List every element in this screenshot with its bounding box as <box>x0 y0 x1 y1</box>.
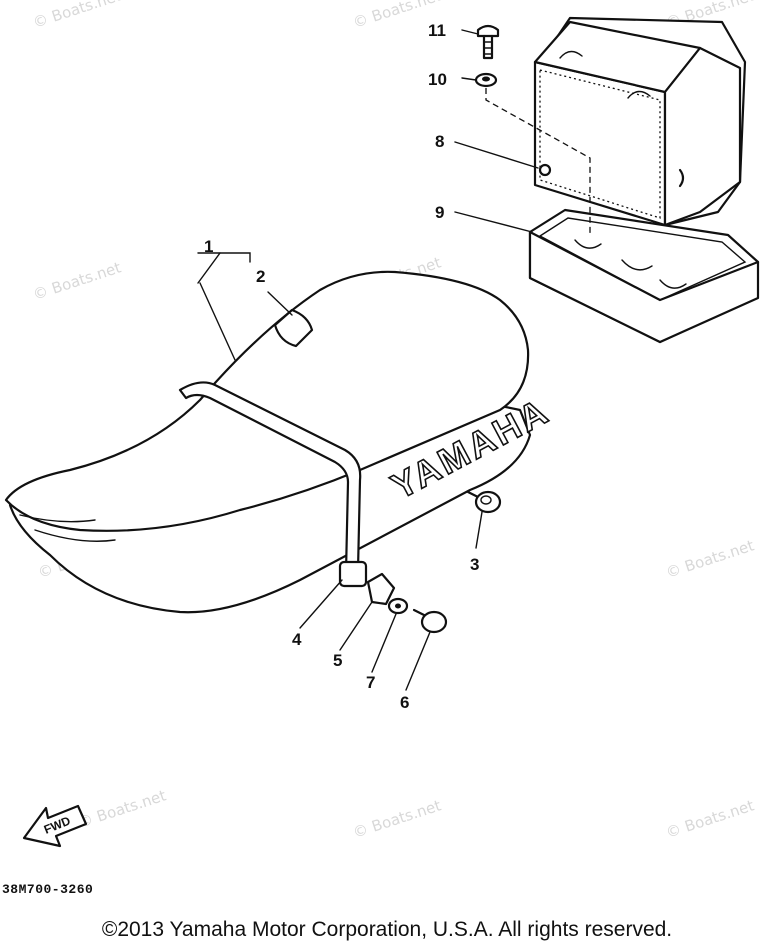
watermark: © Boats.net <box>664 536 757 581</box>
copyright-notice: ©2013 Yamaha Motor Corporation, U.S.A. A… <box>101 918 673 941</box>
part-label-10: 10 <box>428 70 447 89</box>
part-label-2: 2 <box>256 267 265 286</box>
washer-7 <box>387 597 409 615</box>
part-label-7: 7 <box>366 673 375 692</box>
clip-2 <box>273 308 314 348</box>
storage-box <box>533 16 747 246</box>
watermark: © Boats.net <box>664 796 757 841</box>
watermark: © Boats.net <box>31 0 124 32</box>
part-label-9: 9 <box>435 203 444 222</box>
fwd-arrow: FWD <box>22 804 88 848</box>
seat: YAMAHA <box>4 270 557 614</box>
part-label-1: 1 <box>204 237 213 256</box>
tray <box>528 208 760 344</box>
part-label-6: 6 <box>400 693 409 712</box>
diagram-code: 38M700-3260 <box>2 882 94 897</box>
alignment-lines <box>485 88 591 235</box>
watermark: © Boats.net <box>31 258 124 303</box>
screw-11 <box>476 24 500 60</box>
part-labels: 11 10 8 9 1 2 3 4 5 7 6 <box>204 21 479 712</box>
nut-5 <box>366 572 396 606</box>
washer-10 <box>474 72 498 88</box>
part-label-4: 4 <box>292 630 302 649</box>
bolt-3 <box>466 490 502 514</box>
watermark: © Boats.net <box>351 796 444 841</box>
part-label-8: 8 <box>435 132 444 151</box>
bolt-6 <box>412 608 448 634</box>
leader-lines <box>197 29 539 691</box>
part-label-11: 11 <box>428 21 446 40</box>
part-label-3: 3 <box>470 555 479 574</box>
part-label-5: 5 <box>333 651 342 670</box>
watermark: © Boats.net <box>76 786 169 831</box>
